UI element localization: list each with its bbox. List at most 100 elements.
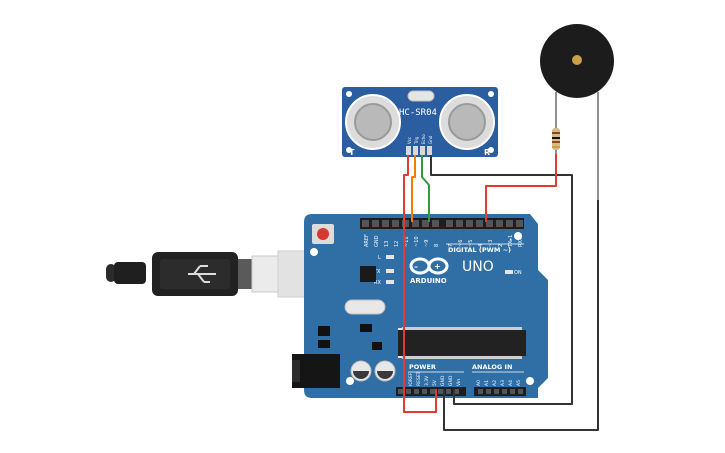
mounting-hole [488, 147, 494, 153]
pin-label: 5V [432, 379, 438, 386]
pin-label: A1 [484, 380, 490, 386]
pin-label: Echo [421, 134, 426, 144]
usb-cable [106, 250, 337, 298]
logo-minus: – [414, 262, 418, 271]
analog-header-label: ANALOG IN [472, 363, 512, 371]
header-socket [478, 389, 483, 394]
top-pin-labels: AREF GND 13 12 ~11 ~10 ~9 8 7 ~6 ~5 4 ~3… [364, 234, 524, 248]
header-socket [496, 220, 503, 227]
led-label: RX [374, 280, 381, 286]
wire-sensor-echo [421, 155, 430, 222]
header-socket [432, 220, 439, 227]
top-pin-header [360, 218, 524, 229]
chip-pins-bottom [402, 356, 522, 359]
pin-label: 7 [448, 244, 454, 247]
header-socket [446, 389, 451, 394]
usb-metal-shell [251, 255, 279, 293]
pin-label: AREF [364, 234, 370, 247]
header-socket [430, 389, 435, 394]
pin-label: 13 [384, 241, 390, 247]
usb-collar [238, 259, 252, 289]
led-l [386, 255, 394, 259]
pin-label: Gnd [428, 135, 433, 144]
header-socket [398, 389, 403, 394]
led-label: TX [373, 269, 381, 275]
pin-label: A5 [516, 380, 522, 386]
mounting-hole [514, 232, 522, 240]
pin-label: 12 [394, 241, 400, 247]
resistor-band [552, 137, 560, 139]
header-socket [516, 220, 523, 227]
pin-label: A2 [492, 380, 498, 386]
pin-label: Vin [456, 379, 462, 386]
header-socket [422, 389, 427, 394]
arduino-logo-icon [409, 257, 449, 275]
mounting-hole [488, 91, 494, 97]
arduino-uno-board: AREF GND 13 12 ~11 ~10 ~9 8 7 ~6 ~5 4 ~3… [292, 214, 548, 398]
header-socket [510, 389, 515, 394]
reset-button-cap[interactable] [317, 228, 329, 240]
resistor-band [552, 146, 560, 148]
transmitter-transducer [345, 94, 401, 150]
sensor-pin-labels: Vcc Trig Echo Gnd [407, 134, 433, 145]
pin-label: ~11 [404, 236, 410, 247]
logo-plus: + [434, 262, 441, 271]
pin-label: ~5 [468, 240, 474, 247]
wires [403, 154, 599, 431]
wire-sensor-trig [411, 155, 416, 222]
usb-cable-tail [106, 264, 116, 282]
header-socket [502, 389, 507, 394]
led-label: L [378, 255, 381, 261]
pin-label: A3 [500, 380, 506, 386]
smd-part [372, 342, 382, 350]
model-label: UNO [462, 259, 494, 275]
pin-label: A4 [508, 380, 514, 386]
header-socket [506, 220, 513, 227]
header-socket [486, 220, 493, 227]
sensor-pin-header [406, 146, 432, 155]
buzzer-center [572, 55, 582, 65]
digital-header-label: DIGITAL (PWM ~) [448, 246, 511, 254]
on-led-label: ON [514, 270, 522, 276]
pin-label: IOREF [408, 372, 414, 386]
analog-pin-header [474, 387, 526, 396]
header-socket [422, 220, 429, 227]
usb-strain-relief [114, 262, 146, 284]
resistor [552, 128, 560, 154]
pin-label: 3.3V [424, 375, 430, 386]
transmitter-mark: T [349, 148, 355, 157]
header-socket [402, 220, 409, 227]
header-socket [414, 389, 419, 394]
pin-label: ~10 [414, 236, 420, 247]
wire-sensor-gnd [430, 155, 573, 405]
pin-label: RESET [416, 371, 422, 386]
pin-label: Trig [414, 136, 419, 145]
pin-label: 4 [478, 244, 484, 247]
smd-part [360, 324, 372, 332]
header-socket [476, 220, 483, 227]
header-socket [466, 220, 473, 227]
chip-pins-top [402, 327, 522, 330]
led-rx [386, 280, 394, 284]
brand-label: ARDUINO [410, 277, 447, 285]
pin-label: 2 [498, 244, 504, 247]
sensor-crystal [407, 90, 435, 102]
power-header-label: POWER [409, 363, 436, 371]
sensor-pin [420, 146, 425, 155]
resistor-band [552, 141, 560, 143]
pin-label: ~6 [458, 240, 464, 247]
bottom-header-sockets [398, 389, 523, 394]
capacitor-marking [377, 371, 393, 379]
pin-label: GND [374, 235, 380, 247]
pin-label: Vcc [407, 137, 412, 144]
hc-sr04-sensor: HC-SR04 T R Vcc Trig Echo Gnd [342, 87, 498, 157]
pin-label: GND [440, 375, 446, 386]
bottom-pin-labels: IOREF RESET 3.3V 5V GND GND Vin A0 A1 A2… [408, 371, 522, 386]
header-socket [392, 220, 399, 227]
wire-buzzer-signal [485, 154, 557, 222]
pin-label: RX◂0 [518, 234, 524, 247]
header-socket [454, 389, 459, 394]
pin-label: 8 [434, 244, 440, 247]
header-socket [486, 389, 491, 394]
sensor-pin [427, 146, 432, 155]
